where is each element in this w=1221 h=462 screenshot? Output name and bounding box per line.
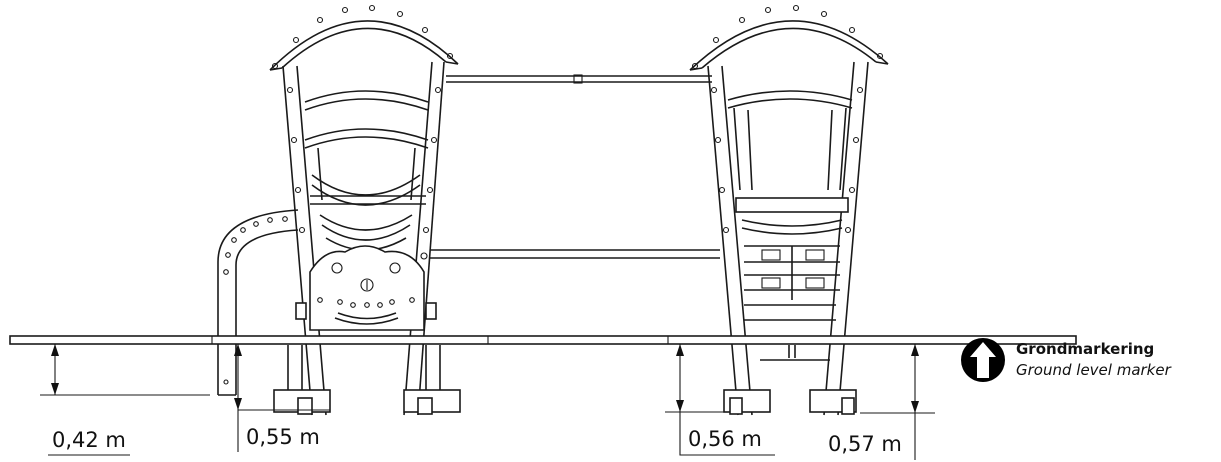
- dimension-label-0-55: 0,55 m: [246, 425, 320, 449]
- dimension-0-42: 0,42 m: [40, 344, 210, 456]
- ground-marker-arrow-icon: [961, 338, 1005, 382]
- dimension-0-56: 0,56 m: [665, 344, 775, 456]
- dimension-label-0-42: 0,42 m: [52, 428, 126, 452]
- legend-title: Grondmarkering: [1016, 340, 1155, 358]
- dimension-0-55: 0,55 m: [234, 344, 330, 452]
- ground-line: [9, 335, 1077, 345]
- dimension-label-0-56: 0,56 m: [688, 427, 762, 451]
- left-tower: [269, 4, 461, 416]
- connecting-bars: [430, 74, 720, 259]
- right-tower: [689, 4, 889, 416]
- dimension-0-57: 0,57 m: [828, 344, 935, 460]
- dimension-label-0-57: 0,57 m: [828, 432, 902, 456]
- curved-handrail: [217, 209, 299, 396]
- legend-subtitle: Ground level marker: [1016, 361, 1171, 379]
